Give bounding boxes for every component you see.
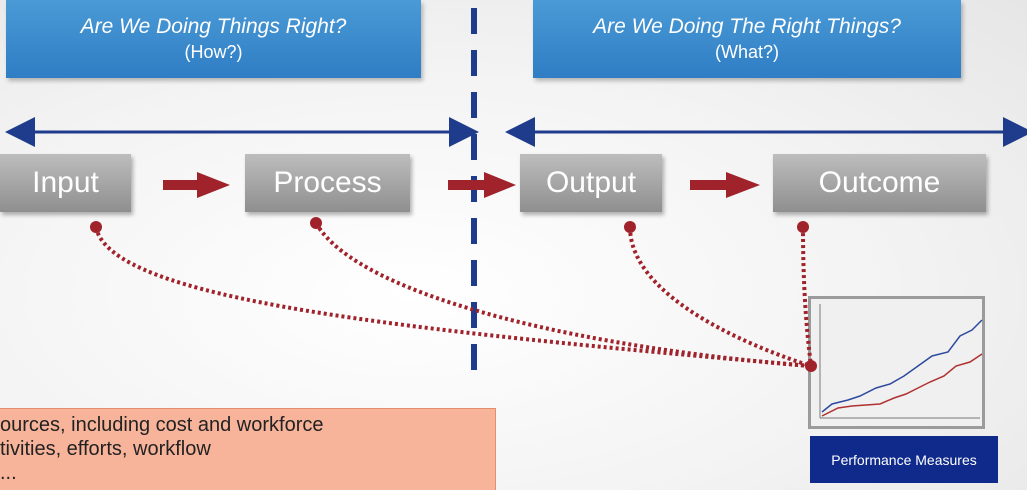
output-connector-dot (624, 221, 636, 233)
note-line-input: ources, including cost and workforce (0, 414, 324, 436)
process-connector-dot (310, 217, 322, 229)
output-connector (628, 226, 812, 368)
input-connector (94, 226, 812, 368)
chart-connector-dot (805, 360, 817, 372)
how-subtitle: (How?) (184, 42, 243, 62)
what-header: Are We Doing The Right Things? (What?) (533, 0, 961, 78)
outcome-connector (801, 226, 813, 367)
performance-mini-chart (819, 304, 983, 419)
stage-input: Input (0, 154, 131, 212)
definitions-note: ources, including cost and workforce tiv… (0, 408, 496, 490)
input-to-process-arrow (163, 172, 230, 198)
process-connector (314, 222, 812, 368)
input-connector-dot (90, 221, 102, 233)
mini-chart-red-line (821, 353, 983, 417)
stage-output: Output (520, 154, 662, 212)
stage-process: Process (245, 154, 410, 212)
what-subtitle: (What?) (714, 42, 779, 62)
performance-measures-label: Performance Measures (810, 436, 998, 483)
stage-outcome: Outcome (773, 154, 986, 212)
process-to-output-arrow (448, 172, 516, 198)
outcome-connector-dot (797, 221, 809, 233)
what-question: Are We Doing The Right Things? (593, 15, 901, 38)
how-question: Are We Doing Things Right? (80, 15, 347, 38)
note-line-process: tivities, efforts, workflow (0, 438, 211, 460)
output-to-outcome-arrow (690, 172, 760, 198)
how-header: Are We Doing Things Right? (How?) (6, 0, 421, 78)
note-line-output: ... (0, 462, 17, 484)
mini-chart-blue-line (821, 319, 983, 413)
